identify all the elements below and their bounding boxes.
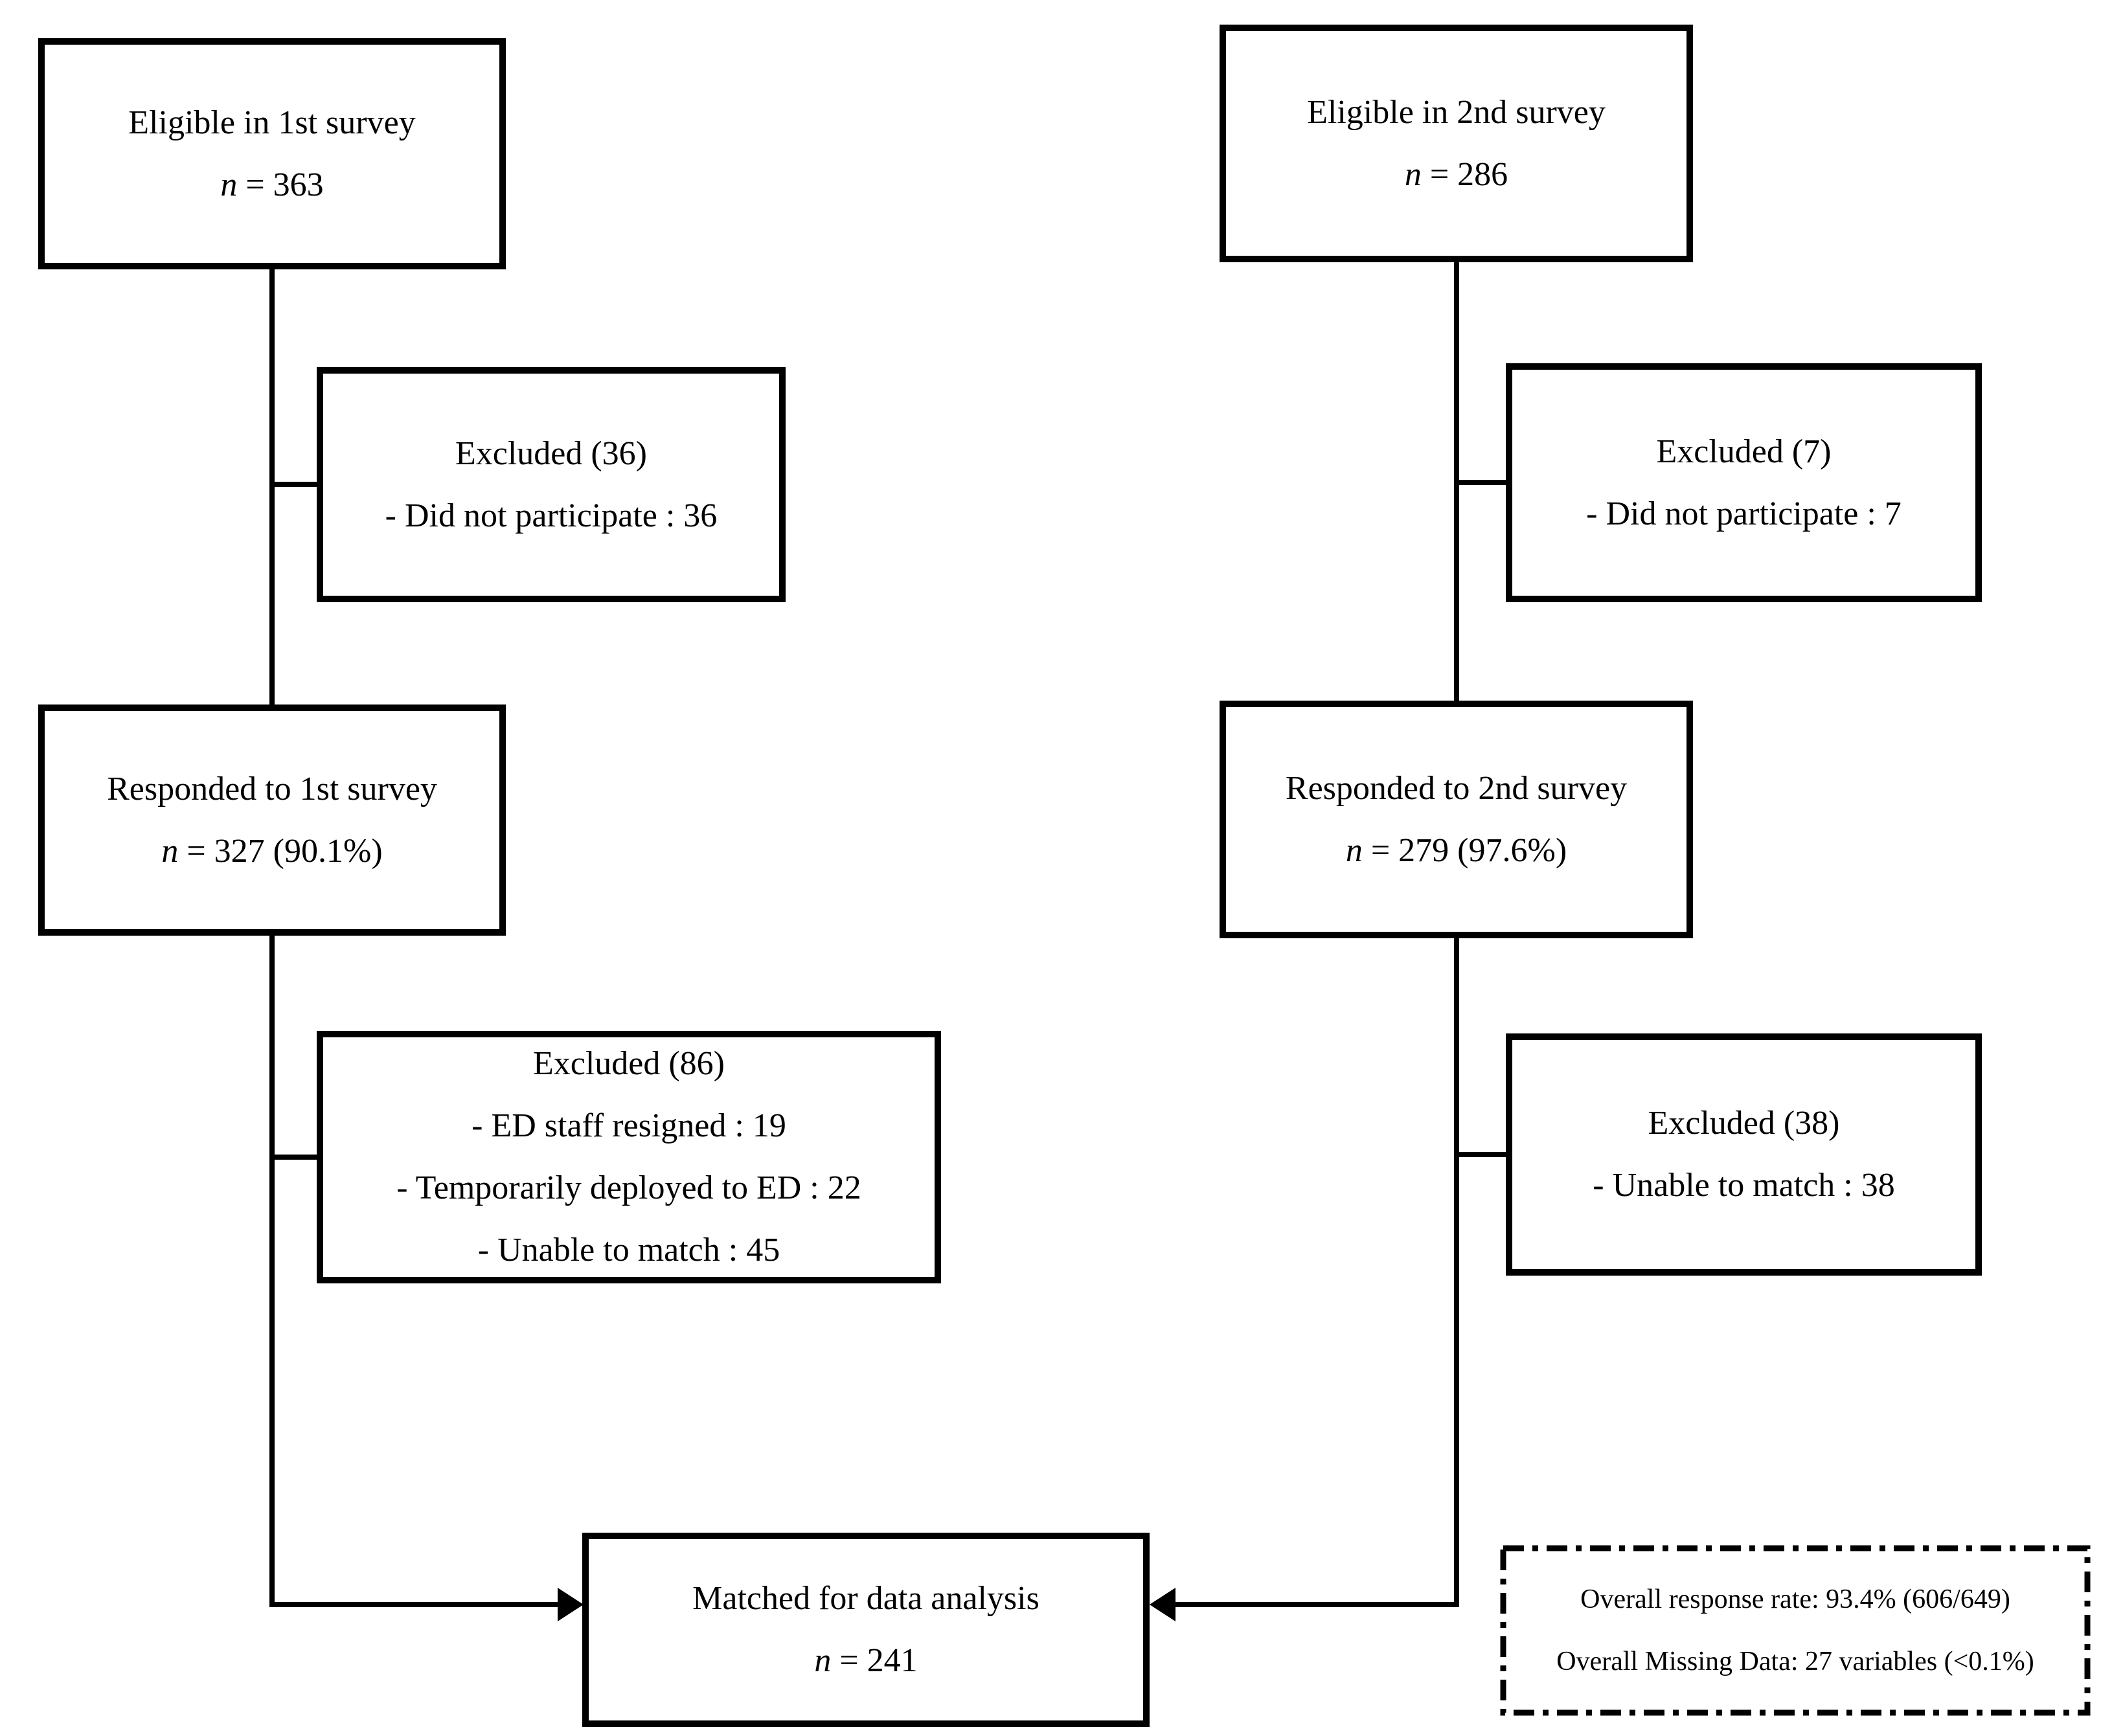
n-symbol: n bbox=[161, 832, 179, 870]
box-title: Excluded (7) bbox=[1656, 433, 1832, 470]
connector-left-to-matched bbox=[269, 1602, 561, 1607]
arrowhead-into-matched-left bbox=[558, 1588, 584, 1621]
box-excluded-1st-survey: Excluded (36) - Did not participate : 36 bbox=[317, 367, 786, 602]
connector-right-to-matched bbox=[1172, 1602, 1459, 1607]
connector-left-branch-excluded-86 bbox=[269, 1155, 321, 1160]
box-excluded-2nd-survey: Excluded (7) - Did not participate : 7 bbox=[1506, 363, 1982, 602]
box-responded-1st-survey: Responded to 1st survey n = 327 (90.1%) bbox=[38, 705, 506, 936]
box-title: Excluded (36) bbox=[455, 434, 647, 472]
n-value: = 327 (90.1%) bbox=[178, 832, 383, 870]
n-symbol: n bbox=[1345, 831, 1363, 869]
connector-left-branch-excluded-36 bbox=[269, 482, 321, 487]
n-value: = 241 bbox=[831, 1642, 918, 1679]
exclusion-reason: - Unable to match : 45 bbox=[477, 1232, 780, 1268]
box-responded-2nd-survey: Responded to 2nd survey n = 279 (97.6%) bbox=[1220, 701, 1693, 938]
sample-size: n = 327 (90.1%) bbox=[161, 832, 383, 870]
box-title: Excluded (86) bbox=[532, 1045, 725, 1082]
box-eligible-2nd-survey: Eligible in 2nd survey n = 286 bbox=[1220, 25, 1693, 262]
box-title: Matched for data analysis bbox=[692, 1580, 1039, 1617]
box-title: Responded to 2nd survey bbox=[1285, 769, 1628, 807]
exclusion-reason: - Did not participate : 7 bbox=[1586, 495, 1902, 532]
box-eligible-1st-survey: Eligible in 1st survey n = 363 bbox=[38, 38, 506, 269]
exclusion-reason: - Did not participate : 36 bbox=[385, 497, 718, 534]
exclusion-reason: - Unable to match : 38 bbox=[1593, 1167, 1895, 1204]
n-symbol: n bbox=[220, 166, 238, 203]
connector-left-responded-to-bottom bbox=[269, 933, 275, 1607]
n-value: = 286 bbox=[1421, 155, 1508, 193]
n-value: = 363 bbox=[237, 166, 324, 203]
box-title: Eligible in 2nd survey bbox=[1307, 93, 1606, 131]
box-overall-summary: Overall response rate: 93.4% (606/649) O… bbox=[1500, 1545, 2091, 1716]
connector-right-responded-to-bottom bbox=[1454, 936, 1459, 1607]
exclusion-reason: - ED staff resigned : 19 bbox=[471, 1107, 786, 1144]
n-value: = 279 (97.6%) bbox=[1362, 831, 1567, 869]
sample-size: n = 363 bbox=[220, 168, 323, 202]
box-title: Excluded (38) bbox=[1648, 1105, 1840, 1142]
dash-dot-border bbox=[1500, 1545, 2091, 1716]
box-excluded-after-1st-survey: Excluded (86) - ED staff resigned : 19 -… bbox=[317, 1031, 941, 1283]
sample-size: n = 286 bbox=[1404, 155, 1508, 193]
sample-size: n = 241 bbox=[814, 1644, 917, 1678]
arrowhead-into-matched-right bbox=[1150, 1588, 1175, 1621]
box-title: Eligible in 1st survey bbox=[128, 104, 416, 141]
summary-response-rate: Overall response rate: 93.4% (606/649) bbox=[1580, 1584, 2010, 1614]
connector-right-branch-excluded-38 bbox=[1454, 1152, 1509, 1157]
connector-right-branch-excluded-7 bbox=[1454, 480, 1509, 485]
summary-missing-data: Overall Missing Data: 27 variables (<0.1… bbox=[1556, 1647, 2034, 1676]
box-matched-for-analysis: Matched for data analysis n = 241 bbox=[582, 1533, 1150, 1727]
box-excluded-after-2nd-survey: Excluded (38) - Unable to match : 38 bbox=[1506, 1033, 1982, 1276]
n-symbol: n bbox=[814, 1642, 832, 1679]
sample-size: n = 279 (97.6%) bbox=[1345, 831, 1567, 869]
box-title: Responded to 1st survey bbox=[107, 770, 437, 807]
n-symbol: n bbox=[1404, 155, 1422, 193]
exclusion-reason: - Temporarily deployed to ED : 22 bbox=[396, 1169, 861, 1206]
